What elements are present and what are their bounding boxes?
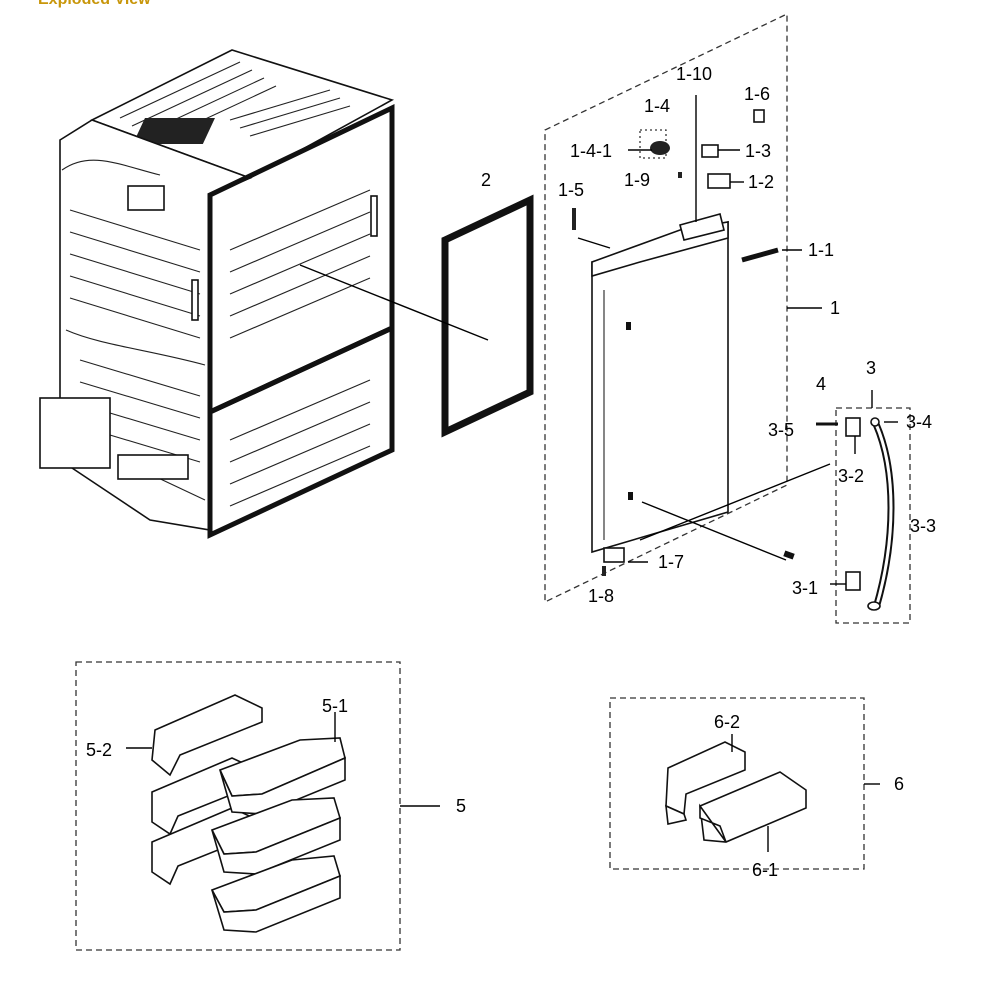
label-6: 6 bbox=[894, 774, 904, 794]
label-1-1: 1-1 bbox=[808, 240, 834, 260]
label-1-7: 1-7 bbox=[658, 552, 684, 572]
door-handle-assembly bbox=[783, 407, 911, 624]
refrigerator-cabinet bbox=[39, 49, 395, 539]
label-5-2: 5-2 bbox=[86, 740, 112, 760]
label-5-1: 5-1 bbox=[322, 696, 348, 716]
label-1-4: 1-4 bbox=[644, 96, 670, 116]
label-3-5: 3-5 bbox=[768, 420, 794, 440]
label-1-3: 1-3 bbox=[745, 141, 771, 161]
leader-door-to-handle-top bbox=[639, 463, 831, 541]
label-1-9: 1-9 bbox=[624, 170, 650, 190]
label-1-10: 1-10 bbox=[676, 64, 712, 84]
label-1-2: 1-2 bbox=[748, 172, 774, 192]
label-5: 5 bbox=[456, 796, 466, 816]
label-3-4: 3-4 bbox=[906, 412, 932, 432]
diagram-title: Exploded View bbox=[38, 0, 151, 8]
door-shelf-set bbox=[609, 697, 865, 870]
label-3-1: 3-1 bbox=[792, 578, 818, 598]
label-6-2: 6-2 bbox=[714, 712, 740, 732]
label-3-2: 3-2 bbox=[838, 466, 864, 486]
label-1-8: 1-8 bbox=[588, 586, 614, 606]
label-1-5: 1-5 bbox=[558, 180, 584, 200]
leader-gasket-to-cabinet bbox=[299, 264, 489, 341]
door-assembly bbox=[544, 12, 788, 604]
label-6-1: 6-1 bbox=[752, 860, 778, 880]
label-1: 1 bbox=[830, 298, 840, 318]
leader-door-to-handle bbox=[641, 501, 787, 561]
label-4: 4 bbox=[816, 374, 826, 394]
door-bin-set bbox=[75, 661, 401, 951]
label-3-3: 3-3 bbox=[910, 516, 936, 536]
leader-1-5 bbox=[577, 237, 611, 249]
label-3: 3 bbox=[866, 358, 876, 378]
label-1-6: 1-6 bbox=[744, 84, 770, 104]
label-1-4-1: 1-4-1 bbox=[570, 141, 612, 161]
label-2: 2 bbox=[481, 170, 491, 190]
door-gasket bbox=[441, 194, 534, 438]
